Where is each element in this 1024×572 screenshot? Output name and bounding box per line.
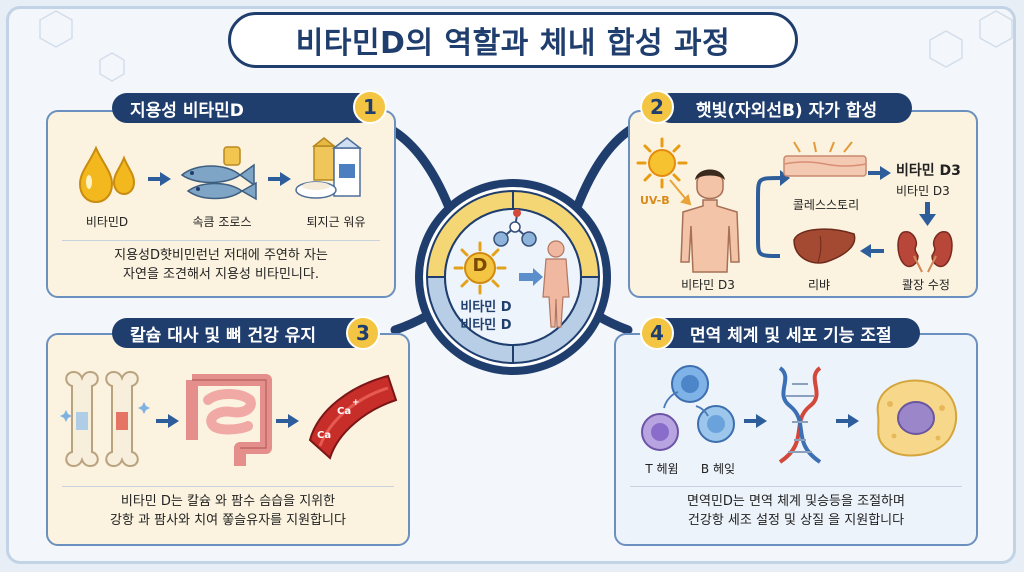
panel3-divider xyxy=(62,486,394,487)
panel1-arrow-head-a xyxy=(160,172,171,186)
panel3-arrow-shaft-a xyxy=(156,419,170,423)
panel1-arrow-shaft-a xyxy=(148,177,162,181)
panel2-item-cholesterol: 콜레스스토리 xyxy=(792,198,860,212)
panel4-arrow-shaft-b xyxy=(836,419,850,423)
cycle-arrow xyxy=(756,170,790,258)
panel4-arrow-shaft-a xyxy=(744,419,758,423)
panel3-caption-line2: 강항 과 팜사와 치여 쫗슬유자를 지원합니다 xyxy=(110,513,346,528)
panel-calcium-bone xyxy=(46,333,410,546)
panel3-heading: 칼슘 대사 및 뼈 건강 유지 xyxy=(112,318,374,348)
panel3-caption-line1: 비타민 D는 칼슘 와 팜수 슴습을 지위한 xyxy=(120,494,336,509)
ca-label-2: Ca xyxy=(317,430,332,441)
panel4-divider xyxy=(630,486,962,487)
panel4-heading: 면역 체계 및 세포 기능 조절 xyxy=(650,318,920,348)
liver-icon xyxy=(793,228,856,264)
skin-layer-icon xyxy=(783,141,867,177)
panel2-left-arrow-head xyxy=(860,244,871,258)
kidney-icon xyxy=(897,231,953,273)
bone-icon xyxy=(60,370,150,468)
vitamin-d-badge-letter: D xyxy=(472,255,488,276)
panel2-item-liver: 리뱌 xyxy=(807,278,831,292)
down-arrow xyxy=(919,202,936,226)
panel1-item-label-2: 속큼 조로스 xyxy=(192,215,252,229)
panel1-heading: 지용성 비타민D xyxy=(112,93,374,123)
cell-icon xyxy=(876,379,957,457)
center-hub xyxy=(415,179,611,375)
panel2-arrow-shaft-b xyxy=(870,249,884,253)
page-title: 비타민D의 역할과 체내 합성 과정 xyxy=(228,12,798,68)
panel3-number-badge: 3 xyxy=(346,316,380,350)
sun-icon xyxy=(636,137,688,189)
center-label-line2: 비타민 D xyxy=(460,318,512,333)
panel4-caption-line1: 면역민D는 면역 체계 및승등을 조절하며 xyxy=(687,494,905,509)
panel2-item-d3-bottom: 비타민 D3 xyxy=(681,278,735,292)
person-skin-icon xyxy=(680,169,740,273)
panel-fat-soluble xyxy=(46,110,396,298)
panel3-arrow-head-b xyxy=(288,414,299,428)
panel2-number-badge: 2 xyxy=(640,90,674,124)
dairy-icon xyxy=(295,137,363,199)
panel1-item-label-3: 퇴지근 워유 xyxy=(306,215,366,229)
panel4-item-t-cell: T 헤윔 xyxy=(645,462,679,476)
oil-drop-icon xyxy=(78,145,136,204)
panel1-item-label-1: 비타민D xyxy=(85,215,129,229)
intestine-icon xyxy=(186,374,272,466)
panel1-caption-line2: 자연을 조견해서 지용성 비타민니다. xyxy=(123,267,319,282)
panel2-heading: 햇빛(자외선B) 자가 합성 xyxy=(656,93,912,123)
panel2-item-kidney: 콸장 수정 xyxy=(902,278,950,292)
panel1-arrow-head-b xyxy=(280,172,291,186)
dna-icon xyxy=(778,366,822,464)
ca-label-plus: + xyxy=(352,398,360,408)
ca-label-1: Ca xyxy=(337,406,352,417)
panel1-caption-line1: 지용성D햣비민런넌 저대에 주연하 자는 xyxy=(114,248,328,263)
panel1-number-badge: 1 xyxy=(353,90,387,124)
panel4-item-b-cell: B 헤잊 xyxy=(700,462,736,476)
panel1-arrow-shaft-b xyxy=(268,177,282,181)
blood-vessel-icon xyxy=(308,374,398,460)
uvb-label: UV-B xyxy=(640,194,670,207)
fish-icon xyxy=(180,146,257,201)
center-label-line1: 비타민 D xyxy=(460,300,512,315)
panel3-arrow-shaft-b xyxy=(276,419,290,423)
panel4-arrow-head-a xyxy=(756,414,767,428)
panel4-number-badge: 4 xyxy=(640,316,674,350)
vitamin-d-sun-icon xyxy=(453,241,507,295)
immune-cells-icon xyxy=(641,365,735,451)
uv-ray-arrows xyxy=(669,179,692,206)
panel2-arrow-shaft-a xyxy=(868,171,882,175)
panel2-item-d3-sub: 비타민 D3 xyxy=(896,184,950,198)
panel2-arrow-head-a xyxy=(880,166,891,180)
panel2-item-d3-title: 비타민 D3 xyxy=(896,163,961,179)
panel3-arrow-head-a xyxy=(168,414,179,428)
panel4-arrow-head-b xyxy=(848,414,859,428)
panel1-divider xyxy=(62,240,380,241)
panel4-caption-line2: 건강항 세조 설정 및 상질 을 지원합니다 xyxy=(687,513,905,528)
